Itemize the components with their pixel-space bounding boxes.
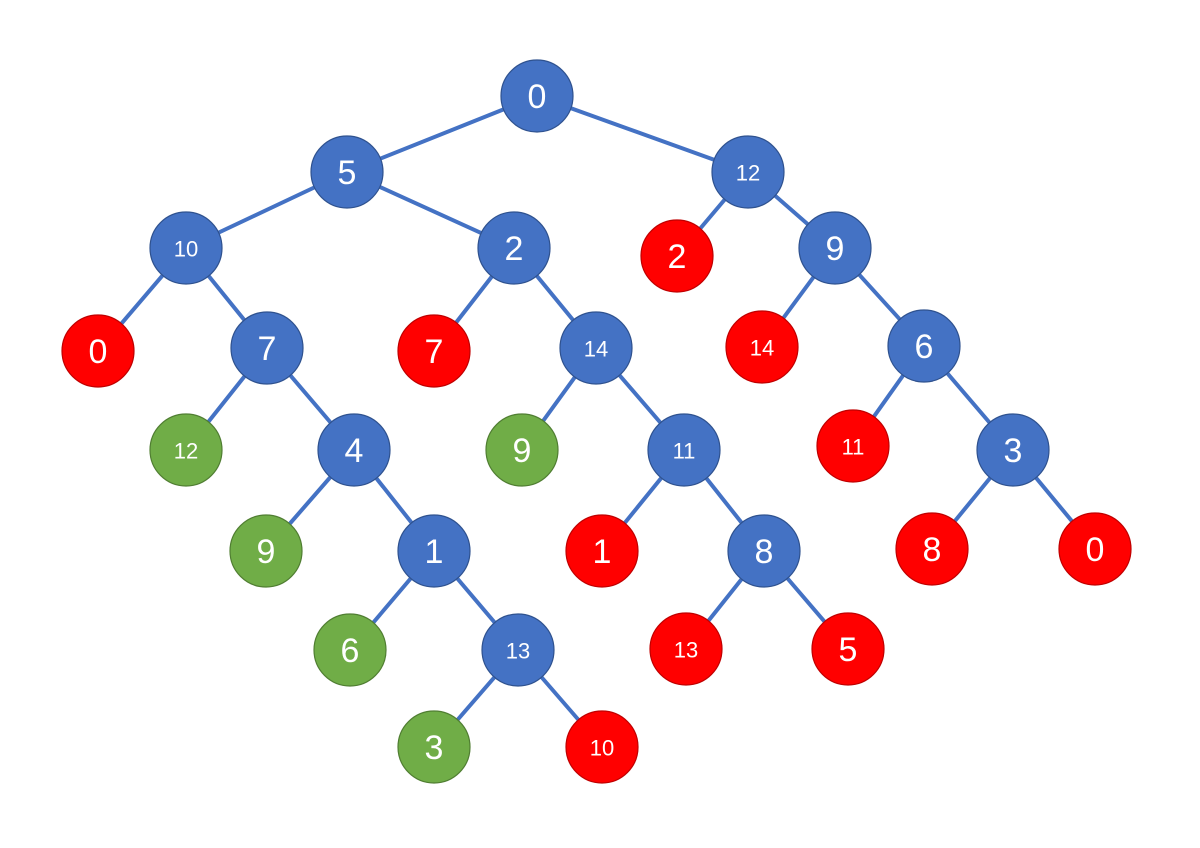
tree-node-excluded: 11	[816, 409, 890, 483]
tree-node-internal: 4	[317, 413, 391, 487]
node-circle	[397, 314, 471, 388]
node-label: 12	[174, 439, 198, 464]
node-circle	[500, 59, 574, 133]
node-circle	[477, 211, 551, 285]
tree-node-internal: 3	[976, 413, 1050, 487]
tree-node-internal: 8	[727, 514, 801, 588]
tree-node-internal: 9	[798, 211, 872, 285]
node-circle	[976, 413, 1050, 487]
node-circle	[313, 613, 387, 687]
node-label: 10	[590, 736, 614, 761]
node-label: 0	[1086, 531, 1105, 569]
tree-node-internal: 0	[500, 59, 574, 133]
node-circle	[647, 413, 721, 487]
node-circle	[649, 612, 723, 686]
node-circle	[559, 311, 633, 385]
tree-node-internal: 13	[481, 613, 555, 687]
tree-node-excluded: 2	[640, 219, 714, 293]
node-circle	[149, 413, 223, 487]
node-circle	[317, 413, 391, 487]
node-circle	[711, 135, 785, 209]
node-circle	[727, 514, 801, 588]
node-label: 5	[338, 154, 357, 192]
node-label: 0	[89, 333, 108, 371]
node-label: 9	[513, 432, 532, 470]
tree-node-excluded: 8	[895, 512, 969, 586]
node-label: 6	[915, 328, 934, 366]
tree-node-excluded: 14	[725, 310, 799, 384]
node-label: 12	[736, 161, 760, 186]
node-circle	[397, 710, 471, 784]
tree-node-included: 3	[397, 710, 471, 784]
tree-node-included: 6	[313, 613, 387, 687]
node-label: 13	[674, 638, 698, 663]
node-circle	[149, 211, 223, 285]
node-label: 11	[842, 435, 865, 460]
node-label: 7	[425, 333, 444, 371]
tree-node-included: 9	[485, 413, 559, 487]
node-label: 2	[668, 238, 687, 276]
node-label: 8	[755, 533, 774, 571]
node-circle	[485, 413, 559, 487]
tree-node-internal: 5	[310, 135, 384, 209]
node-circle	[565, 514, 639, 588]
node-circle	[310, 135, 384, 209]
node-label: 13	[506, 639, 530, 664]
node-label: 4	[345, 432, 364, 470]
node-label: 8	[923, 531, 942, 569]
node-label: 3	[425, 729, 444, 767]
tree-node-internal: 6	[887, 309, 961, 383]
tree-node-internal: 10	[149, 211, 223, 285]
node-circle	[887, 309, 961, 383]
node-label: 14	[750, 336, 774, 361]
tree-node-excluded: 1	[565, 514, 639, 588]
node-circle	[811, 612, 885, 686]
node-circle	[798, 211, 872, 285]
node-label: 9	[826, 230, 845, 268]
node-label: 9	[257, 533, 276, 571]
node-label: 1	[593, 533, 612, 571]
node-circle	[1058, 512, 1132, 586]
node-circle	[816, 409, 890, 483]
node-label: 7	[258, 330, 277, 368]
node-label: 6	[341, 632, 360, 670]
tree-node-internal: 11	[647, 413, 721, 487]
node-circle	[725, 310, 799, 384]
tree-node-excluded: 5	[811, 612, 885, 686]
tree-node-internal: 7	[230, 311, 304, 385]
tree-node-internal: 12	[711, 135, 785, 209]
node-label: 5	[839, 631, 858, 669]
node-label: 2	[505, 230, 524, 268]
node-label: 0	[528, 78, 547, 116]
node-label: 10	[174, 237, 198, 262]
tree-edges	[96, 94, 1097, 749]
tree-node-internal: 2	[477, 211, 551, 285]
node-circle	[61, 314, 135, 388]
tree-node-included: 9	[229, 514, 303, 588]
tree-node-excluded: 13	[649, 612, 723, 686]
tree-edge	[535, 94, 750, 174]
node-label: 3	[1004, 432, 1023, 470]
node-label: 11	[673, 439, 696, 464]
node-circle	[481, 613, 555, 687]
tree-node-excluded: 7	[397, 314, 471, 388]
tree-node-internal: 1	[397, 514, 471, 588]
node-circle	[230, 311, 304, 385]
tree-node-excluded: 10	[565, 710, 639, 784]
node-circle	[640, 219, 714, 293]
node-circle	[565, 710, 639, 784]
tree-node-included: 12	[149, 413, 223, 487]
tree-node-internal: 14	[559, 311, 633, 385]
tree-node-excluded: 0	[1058, 512, 1132, 586]
node-label: 14	[584, 337, 608, 362]
node-circle	[397, 514, 471, 588]
node-circle	[895, 512, 969, 586]
node-circle	[229, 514, 303, 588]
node-label: 1	[425, 533, 444, 571]
tree-node-excluded: 0	[61, 314, 135, 388]
